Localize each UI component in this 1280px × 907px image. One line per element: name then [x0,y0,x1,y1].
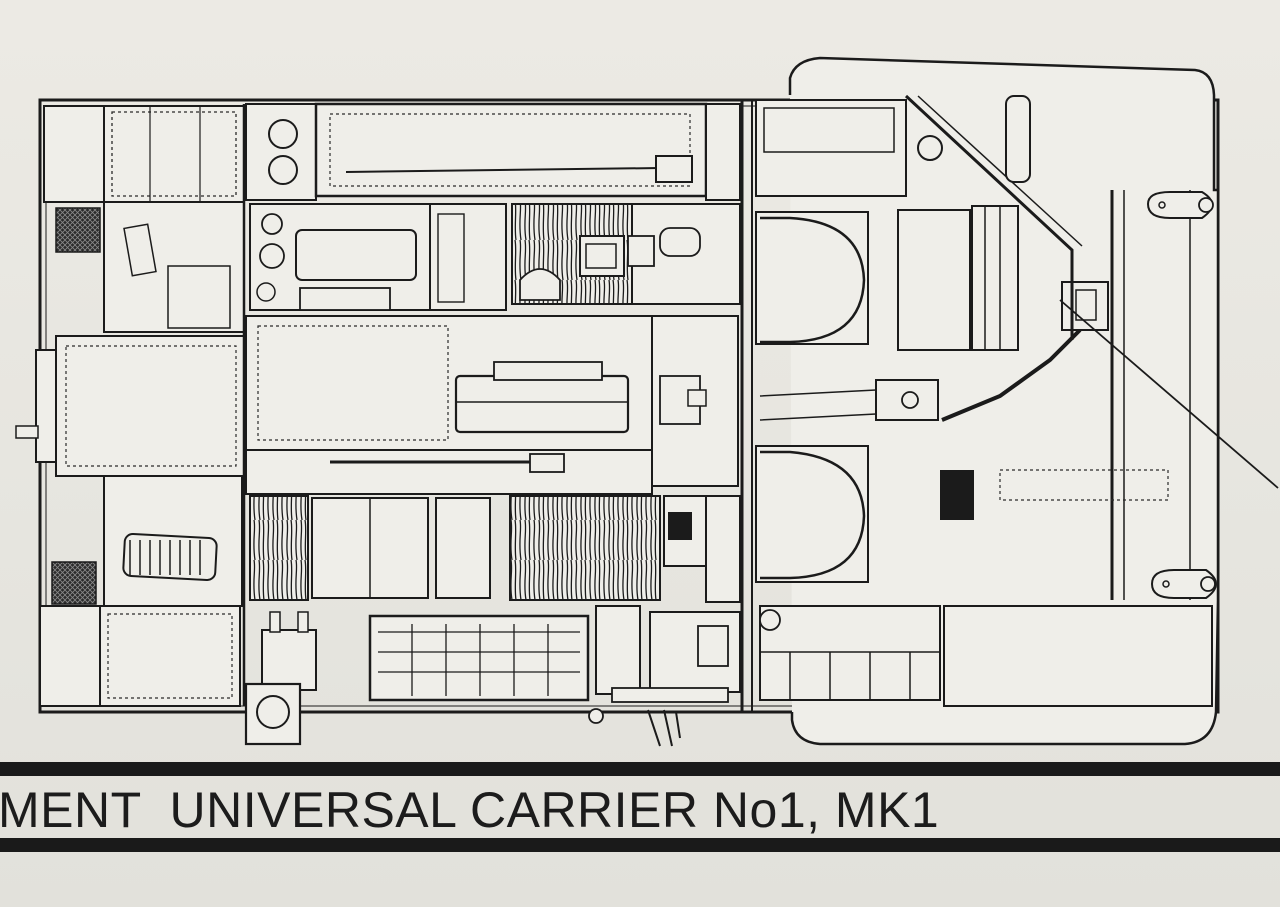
title-rule-top [0,762,1280,776]
centre-mid-section [245,315,739,495]
bulkhead [242,100,753,712]
engine-section [249,203,741,311]
drawing-title: MENT UNIVERSAL CARRIER No1, MK1 [0,782,940,838]
rear-armour [904,94,1279,707]
title-rule-bottom [0,838,1280,852]
centre-top-section [245,102,741,201]
centre-bottom-section [244,605,741,747]
crew-compartment [755,99,1109,701]
centre-lower-section [249,495,741,603]
front-left-section [15,105,247,707]
carrier-plan-drawing [15,56,1279,747]
